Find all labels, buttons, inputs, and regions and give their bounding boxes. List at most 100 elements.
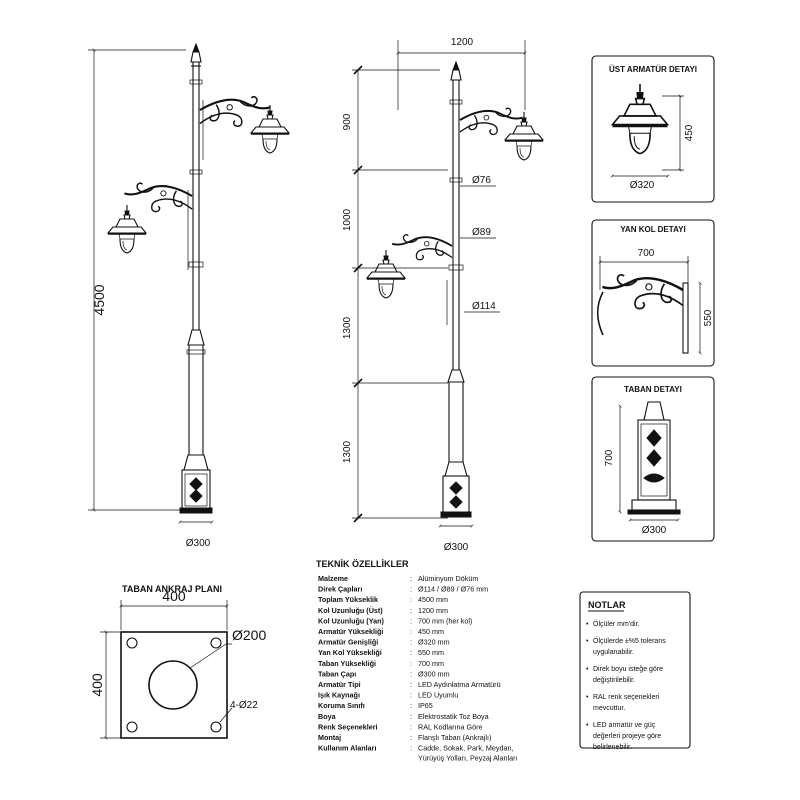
spec-label: Kullanım Alanları xyxy=(318,744,376,753)
spec-label: Renk Seçenekleri xyxy=(318,722,378,731)
note-text: Direk boyu isteğe göre xyxy=(593,666,663,673)
spec-separator: : xyxy=(410,627,412,636)
anchor-plan-hole: Ø200 xyxy=(232,627,266,643)
base-detail: TABAN DETAYI 700 Ø300 xyxy=(591,376,715,542)
note-bullet: • xyxy=(586,638,589,645)
top-fixture-detail: ÜST ARMATÜR DETAYI 450 Ø320 xyxy=(591,55,715,203)
top-fixture-height: 450 xyxy=(684,124,695,141)
note-text: LED armatür ve güç xyxy=(593,722,656,729)
spec-value: Cadde, Sokak, Park, Meydan, xyxy=(418,744,513,753)
spec-value: Flanşlı Taban (Ankrajlı) xyxy=(418,733,491,742)
spec-separator: : xyxy=(410,701,412,710)
spec-label: Malzeme xyxy=(318,574,348,583)
spec-value: 700 mm xyxy=(418,659,444,668)
spec-label: Toplam Yükseklik xyxy=(318,595,378,604)
notes-box: NOTLAR • Ölçüler mm'dir. • Ölçülerde ±%5 to… xyxy=(579,591,691,751)
note-text: Ölçüler mm'dir. xyxy=(593,620,640,628)
spec-value: 450 mm xyxy=(418,627,444,636)
base-detail-title: TABAN DETAYI xyxy=(624,385,682,394)
spec-separator: : xyxy=(410,574,412,583)
top-fixture-title: ÜST ARMATÜR DETAYI xyxy=(609,65,697,74)
side-base-diameter: Ø300 xyxy=(444,542,469,553)
side-view: 1200 900 1000 1300 1300 xyxy=(342,37,544,553)
note-text: Ölçülerde ±%5 tolerans xyxy=(593,637,666,645)
spec-separator: : xyxy=(410,669,412,678)
base-detail-diameter: Ø300 xyxy=(642,525,667,536)
note-bullet: • xyxy=(586,722,589,729)
side-pipe-d76: Ø76 xyxy=(472,175,491,186)
side-arm-detail: YAN KOL DETAYI 700 550 xyxy=(591,219,715,367)
spec-label: Yan Kol Yüksekliği xyxy=(318,648,382,657)
front-view: 4500 Ø300 xyxy=(88,42,290,549)
side-segment-3: 1300 xyxy=(342,316,353,339)
spec-separator: : xyxy=(410,606,412,615)
side-arm-title: YAN KOL DETAYI xyxy=(620,225,685,234)
anchor-plan-height: 400 xyxy=(89,673,105,697)
spec-separator: : xyxy=(410,638,412,647)
anchor-plan-width: 400 xyxy=(162,588,186,604)
spec-separator: : xyxy=(410,712,412,721)
spec-separator: : xyxy=(410,648,412,657)
side-segment-1: 900 xyxy=(342,113,353,130)
note-bullet: • xyxy=(586,621,589,628)
spec-value: Elektrostatik Toz Boya xyxy=(418,712,489,721)
anchor-plan-bolts: 4-Ø22 xyxy=(230,700,258,711)
spec-separator: : xyxy=(410,659,412,668)
spec-value: IP65 xyxy=(418,701,433,710)
side-pipe-d114: Ø114 xyxy=(472,301,496,312)
spec-value: 550 mm xyxy=(418,648,444,657)
spec-label: Boya xyxy=(318,712,337,721)
spec-separator: : xyxy=(410,744,412,753)
note-text: uygulanabilir. xyxy=(593,649,634,656)
front-total-height: 4500 xyxy=(91,284,107,315)
spec-title: TEKNİK ÖZELLİKLER xyxy=(316,559,409,569)
note-text: mevcuttur. xyxy=(593,705,625,712)
spec-label: Armatür Genişliği xyxy=(318,638,378,647)
side-arm-height: 550 xyxy=(703,309,714,326)
spec-label: Kol Uzunluğu (Üst) xyxy=(318,606,383,615)
spec-value: 700 mm (her kol) xyxy=(418,616,472,625)
spec-separator: : xyxy=(410,595,412,604)
spec-value: Ø300 mm xyxy=(418,669,450,678)
note-bullet: • xyxy=(586,666,589,673)
side-arm-length: 1200 xyxy=(451,37,474,48)
spec-value: LED Uyumlu xyxy=(418,691,458,700)
spec-label: Armatür Tipi xyxy=(318,680,361,689)
spec-value: LED Aydınlatma Armatürü xyxy=(418,680,501,689)
spec-label: Taban Çapı xyxy=(318,669,356,678)
note-text: değerleri projeye göre xyxy=(593,733,661,740)
note-bullet: • xyxy=(586,694,589,701)
spec-table: TEKNİK ÖZELLİKLER Malzeme: Alüminyum Dökü… xyxy=(316,559,517,763)
spec-value: Ø320 mm xyxy=(418,638,450,647)
side-arm-width: 700 xyxy=(638,248,655,259)
spec-label: Kol Uzunluğu (Yan) xyxy=(318,616,384,625)
anchor-plan-title: TABAN ANKRAJ PLANI xyxy=(122,584,222,594)
spec-value: RAL Kodlarına Göre xyxy=(418,722,482,731)
spec-separator: : xyxy=(410,722,412,731)
spec-label: Taban Yüksekliği xyxy=(318,659,376,668)
spec-label: Koruma Sınıfı xyxy=(318,701,365,710)
top-fixture-diameter: Ø320 xyxy=(630,180,655,191)
side-segment-4: 1300 xyxy=(342,440,353,463)
spec-value: 4500 mm xyxy=(418,595,448,604)
front-base-diameter: Ø300 xyxy=(186,538,211,549)
side-segment-2: 1000 xyxy=(342,208,353,231)
spec-separator: : xyxy=(410,680,412,689)
note-text: değiştirilebilir. xyxy=(593,677,635,684)
spec-label: Armatür Yüksekliği xyxy=(318,627,383,636)
spec-value: Alüminyum Döküm xyxy=(418,574,478,583)
spec-separator: : xyxy=(410,585,412,594)
anchor-plan: TABAN ANKRAJ PLANI 400 400 Ø200 4-Ø22 xyxy=(89,584,266,740)
spec-value: Yürüyüş Yolları, Peyzaj Alanları xyxy=(418,754,517,763)
spec-label: Işık Kaynağı xyxy=(318,691,360,700)
spec-value: 1200 mm xyxy=(418,606,448,615)
spec-label: Montaj xyxy=(318,733,341,742)
spec-value: Ø114 / Ø89 / Ø76 mm xyxy=(418,585,488,594)
base-detail-height: 700 xyxy=(604,449,615,466)
side-pipe-d89: Ø89 xyxy=(472,227,491,238)
spec-separator: : xyxy=(410,733,412,742)
spec-separator: : xyxy=(410,691,412,700)
note-text: RAL renk seçenekleri xyxy=(593,694,660,701)
notes-title: NOTLAR xyxy=(588,600,626,610)
